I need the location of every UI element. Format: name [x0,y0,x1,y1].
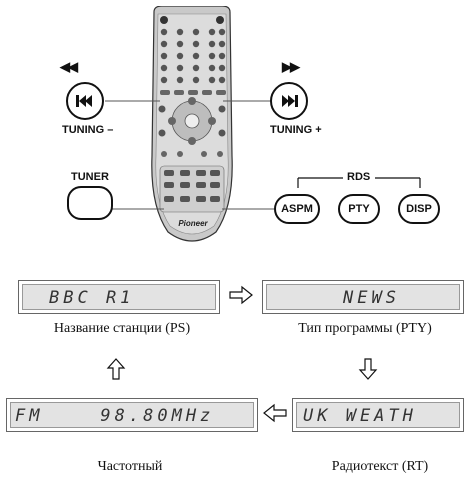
tuner-label: TUNER [71,171,109,183]
arrow-down-icon [358,358,378,380]
skip-back-icon [76,95,92,107]
fast-forward-arrows-icon: ▶▶ [282,59,300,74]
caption-freq: Частотный [97,459,163,474]
remote-control [151,6,233,242]
rewind-arrows-icon: ◀◀ [60,59,78,74]
caption-pty: Тип программы (PTY) [298,321,432,336]
display-ps: BBC R1 [18,280,220,314]
arrow-up-icon [106,358,126,380]
skip-forward-icon [282,95,298,107]
leader-lines [100,100,421,210]
arrow-left-icon [263,403,287,423]
remote-brand: Pioneer [178,219,208,228]
tuner-button[interactable] [67,186,113,220]
display-pty: NEWS [262,280,464,314]
tuning-plus-button[interactable] [270,82,308,120]
caption-ps: Название станции (PS) [53,321,191,336]
display-rt-text: UK WEATH [303,406,417,426]
display-freq-text: FM 98.80MHz [15,406,215,426]
display-pty-text: NEWS [343,288,400,308]
tuning-plus-label: TUNING + [270,124,322,136]
arrow-right-icon [229,285,253,305]
tuning-minus-label: TUNING – [62,124,114,136]
pty-button[interactable]: PTY [338,194,380,224]
rds-group-label: RDS [347,171,371,183]
caption-rt: Радиотекст (RT) [331,459,429,474]
aspm-button[interactable]: ASPM [274,194,320,224]
display-rt: UK WEATH [292,398,464,432]
tuning-minus-button[interactable] [66,82,104,120]
display-ps-text: BBC R1 [49,288,135,308]
display-freq: FM 98.80MHz [6,398,258,432]
disp-button[interactable]: DISP [398,194,440,224]
